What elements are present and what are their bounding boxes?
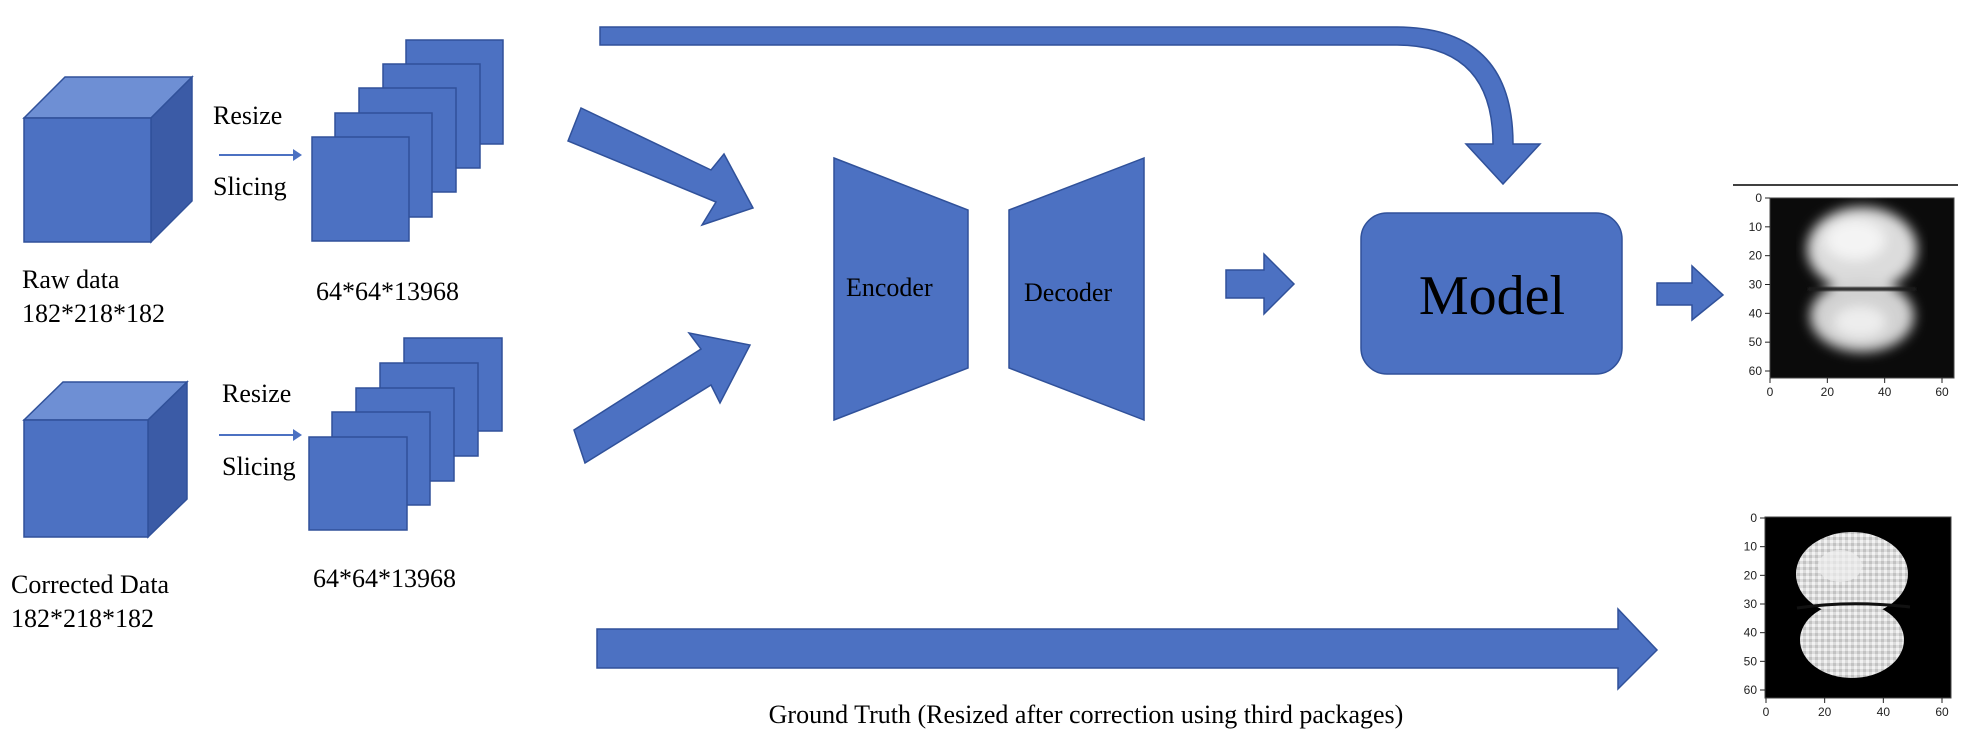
x-tick-label: 0 (1763, 705, 1770, 719)
model-label: Model (1419, 265, 1565, 327)
x-tick-label: 40 (1877, 705, 1891, 719)
y-tick-label: 20 (1749, 249, 1763, 263)
model-block (1360, 212, 1623, 375)
corrected-data-cube-icon (22, 380, 189, 539)
raw-resize-label: Resize (213, 101, 282, 130)
predicted-x-axis: 0 20 40 60 (1767, 378, 1949, 399)
x-tick-label: 40 (1878, 385, 1892, 399)
corrected-data-label: Corrected Data (11, 570, 170, 599)
corrected-slicing-label: Slicing (222, 452, 296, 481)
ground-truth-x-axis: 0 20 40 60 (1763, 698, 1949, 719)
ground-truth-y-axis: 0 10 20 30 40 50 60 (1744, 511, 1765, 697)
y-tick-label: 50 (1744, 654, 1758, 668)
raw-slicing-label: Slicing (213, 172, 287, 201)
raw-resize-arrow-icon (219, 149, 302, 161)
y-tick-label: 0 (1755, 191, 1762, 205)
y-tick-label: 30 (1744, 597, 1758, 611)
raw-data-label: Raw data (22, 265, 120, 294)
y-tick-label: 40 (1744, 626, 1758, 640)
raw-data-cube-icon (22, 75, 194, 244)
ground-truth-brain-image (1796, 532, 1911, 678)
y-tick-label: 50 (1749, 335, 1763, 349)
model-to-output-arrow-icon (1656, 264, 1725, 322)
y-tick-label: 30 (1749, 278, 1763, 292)
raw-to-encoder-arrow-icon (567, 106, 755, 227)
skip-to-model-arrow-icon (599, 26, 1542, 186)
decoder-block (1008, 156, 1145, 422)
encoder-block (833, 156, 969, 422)
x-tick-label: 60 (1935, 385, 1949, 399)
decoder-label: Decoder (1024, 278, 1112, 307)
corrected-to-encoder-arrow-icon (573, 331, 752, 465)
x-tick-label: 20 (1821, 385, 1835, 399)
ground-truth-plot: 0 10 20 30 40 50 60 0 20 40 60 (1744, 511, 1952, 719)
encoder-label: Encoder (846, 273, 933, 302)
raw-slices-stack-icon (311, 39, 504, 242)
x-tick-label: 20 (1818, 705, 1832, 719)
raw-slices-label: 64*64*13968 (316, 277, 459, 306)
predicted-output-plot: 0 10 20 30 40 50 60 0 20 40 60 (1749, 191, 1955, 399)
corrected-resize-arrow-icon (219, 429, 302, 441)
corrected-resize-label: Resize (222, 379, 291, 408)
corrected-slices-stack-icon (308, 337, 503, 531)
x-tick-label: 0 (1767, 385, 1774, 399)
y-tick-label: 60 (1744, 683, 1758, 697)
corrected-data-dims: 182*218*182 (11, 604, 154, 633)
raw-data-dims: 182*218*182 (22, 299, 165, 328)
y-tick-label: 60 (1749, 364, 1763, 378)
corrected-slices-label: 64*64*13968 (313, 564, 456, 593)
ground-truth-label: Ground Truth (Resized after correction u… (769, 700, 1404, 729)
ground-truth-arrow-icon (596, 607, 1659, 691)
decoder-to-model-arrow-icon (1225, 252, 1296, 316)
y-tick-label: 40 (1749, 306, 1763, 320)
predicted-brain-image (1807, 207, 1917, 352)
x-tick-label: 60 (1935, 705, 1949, 719)
predicted-y-axis: 0 10 20 30 40 50 60 (1749, 191, 1770, 378)
y-tick-label: 20 (1744, 568, 1758, 582)
y-tick-label: 10 (1744, 540, 1758, 554)
y-tick-label: 10 (1749, 220, 1763, 234)
y-tick-label: 0 (1750, 511, 1757, 525)
